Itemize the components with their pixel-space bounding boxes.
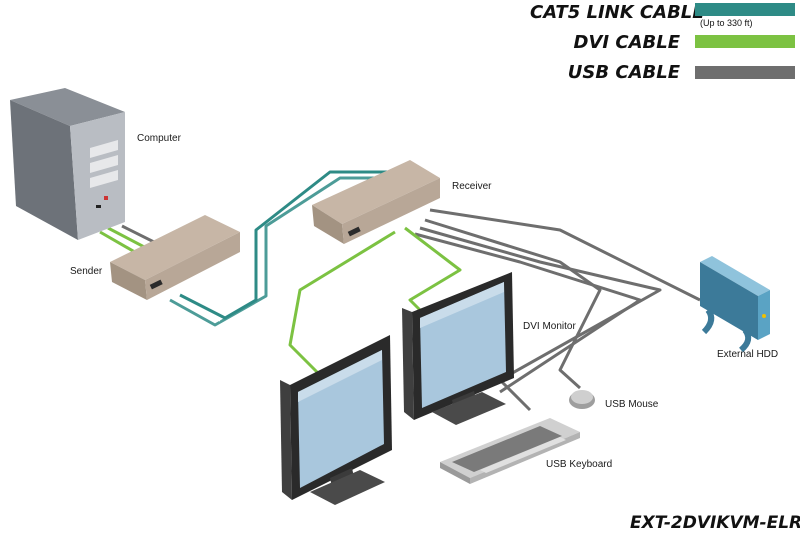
legend-usb-swatch	[695, 66, 795, 79]
external-hdd-icon	[700, 256, 770, 353]
monitor-label: DVI Monitor	[523, 321, 576, 332]
usb-keyboard-icon	[440, 418, 580, 484]
computer-label: Computer	[137, 133, 181, 144]
legend-dvi-swatch	[695, 35, 795, 48]
mouse-label: USB Mouse	[605, 399, 659, 410]
usb-cables	[121, 208, 701, 412]
receiver-label: Receiver	[452, 181, 492, 192]
hdd-label: External HDD	[717, 349, 779, 360]
legend-usb-label: USB CABLE	[567, 62, 680, 83]
usb-cable-rcv-kbd-2	[414, 232, 642, 394]
dvi-monitor-2-icon	[402, 272, 514, 425]
usb-cable-rcv-hdd	[429, 208, 701, 302]
cat5-cable-2	[169, 176, 390, 327]
model-number: EXT-2DVIKVM-ELR	[630, 513, 800, 533]
legend-dvi-label: DVI CABLE	[573, 32, 680, 53]
cat5-cable-3	[174, 297, 221, 322]
cat5-cable-1	[179, 170, 400, 320]
usb-cable-rcv-kbd-1	[419, 226, 662, 412]
keyboard-label: USB Keyboard	[546, 459, 613, 470]
dvi-cable-rcv-mon1	[288, 230, 396, 377]
legend-cat5-note: (Up to 330 ft)	[700, 18, 753, 28]
usb-cable-rcv-mouse	[424, 218, 602, 390]
sender-label: Sender	[70, 266, 103, 277]
legend-cat5-label: CAT5 LINK CABLE	[530, 2, 705, 23]
cat5-cables	[169, 170, 400, 327]
usb-mouse-icon	[569, 390, 595, 409]
dvi-monitor-1-icon	[280, 335, 392, 505]
legend-cat5-swatch	[695, 3, 795, 16]
computer-tower-icon	[10, 88, 125, 240]
receiver-box-icon	[312, 160, 440, 244]
sender-box-icon	[110, 215, 240, 300]
